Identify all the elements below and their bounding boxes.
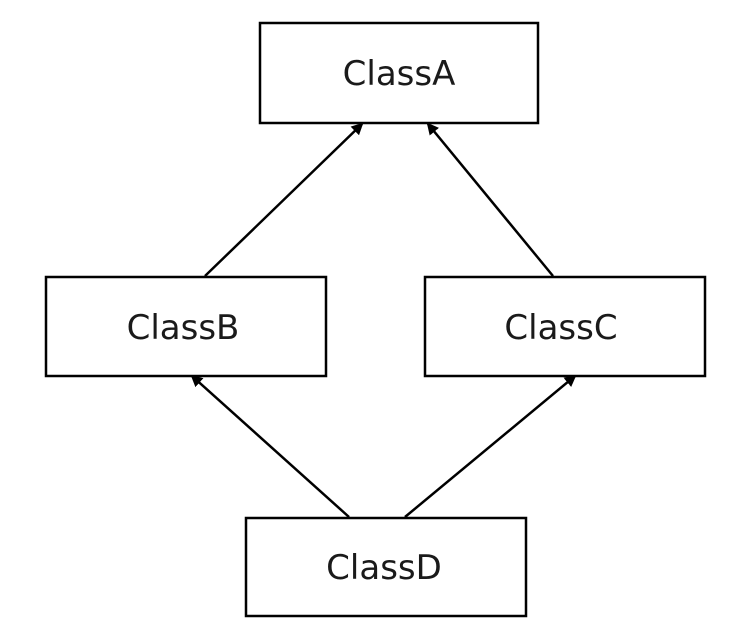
node-class-c: ClassC (423, 275, 707, 378)
node-class-a: ClassA (258, 21, 540, 125)
node-class-d-label: ClassD (326, 548, 442, 588)
node-class-b-box (44, 275, 328, 378)
node-class-d: ClassD (244, 516, 528, 618)
node-class-b-label: ClassB (127, 308, 240, 348)
edge-classc-to-classa (426, 122, 554, 277)
edge-classd-to-classc (404, 374, 577, 518)
node-class-d-box (244, 516, 528, 618)
node-class-b: ClassB (44, 275, 328, 378)
node-class-a-label: ClassA (343, 54, 456, 94)
node-class-c-box (423, 275, 707, 378)
node-class-c-label: ClassC (504, 308, 617, 348)
edge-classd-to-classb (190, 374, 350, 518)
edge-classb-to-classa (204, 122, 364, 277)
node-class-a-box (258, 21, 540, 125)
